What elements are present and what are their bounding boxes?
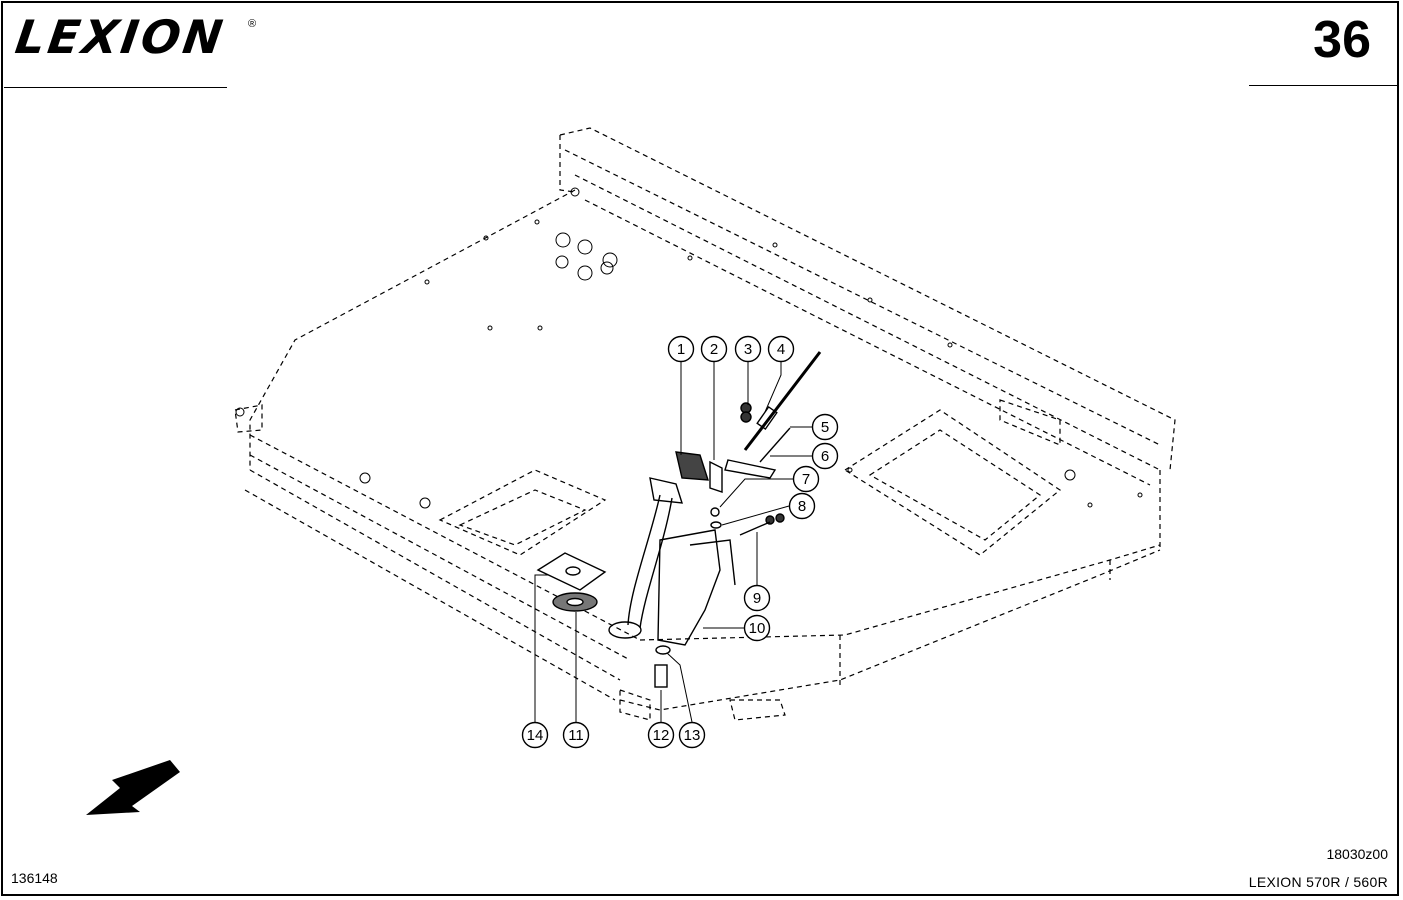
callout-label: 10: [749, 620, 766, 637]
callout-label: 12: [653, 727, 670, 744]
registered-mark: ®: [248, 18, 257, 30]
callout-2: [700, 335, 728, 363]
callout-label: 3: [744, 341, 752, 358]
callout-9: [743, 584, 771, 612]
callout-label: 8: [798, 498, 806, 515]
callout-label: 13: [684, 727, 701, 744]
catalog-number: 136148: [11, 870, 58, 886]
cab-floor-outline: [234, 127, 1176, 721]
callout-label: 2: [710, 341, 718, 358]
callout-7: [792, 465, 820, 493]
callout-label: 11: [568, 727, 584, 744]
callout-label: 9: [753, 590, 761, 607]
leader-lines: [534, 362, 812, 723]
callout-1: [667, 335, 695, 363]
page-number: 36: [1313, 11, 1371, 69]
callout-12: [647, 721, 675, 749]
callout-11: [562, 721, 590, 749]
callout-3: [734, 335, 762, 363]
header-rule-right: [1249, 85, 1397, 86]
callout-label: 14: [527, 727, 544, 744]
callout-4: [767, 335, 795, 363]
model-designation: LEXION 570R / 560R: [1248, 874, 1388, 890]
pedal-assembly: [536, 351, 822, 688]
callout-6: [811, 442, 839, 470]
header-rule-left: [4, 87, 227, 88]
drawing-code: 18030z00: [1326, 846, 1388, 862]
callout-13: [678, 721, 706, 749]
callout-14: [521, 721, 549, 749]
floor-holes: [235, 187, 1143, 509]
callout-label: 4: [777, 341, 785, 358]
callout-labels: 1 2 3 4 5 6 7 8 9 10 11 12 13 14: [527, 341, 830, 744]
callout-8: [788, 492, 816, 520]
callout-10: [743, 614, 771, 642]
callout-5: [811, 413, 839, 441]
callout-label: 5: [821, 419, 829, 436]
direction-arrow-icon: [86, 760, 180, 815]
callout-group: [521, 335, 839, 749]
callout-label: 1: [677, 341, 685, 358]
callout-label: 7: [802, 471, 810, 488]
callout-label: 6: [821, 448, 829, 465]
